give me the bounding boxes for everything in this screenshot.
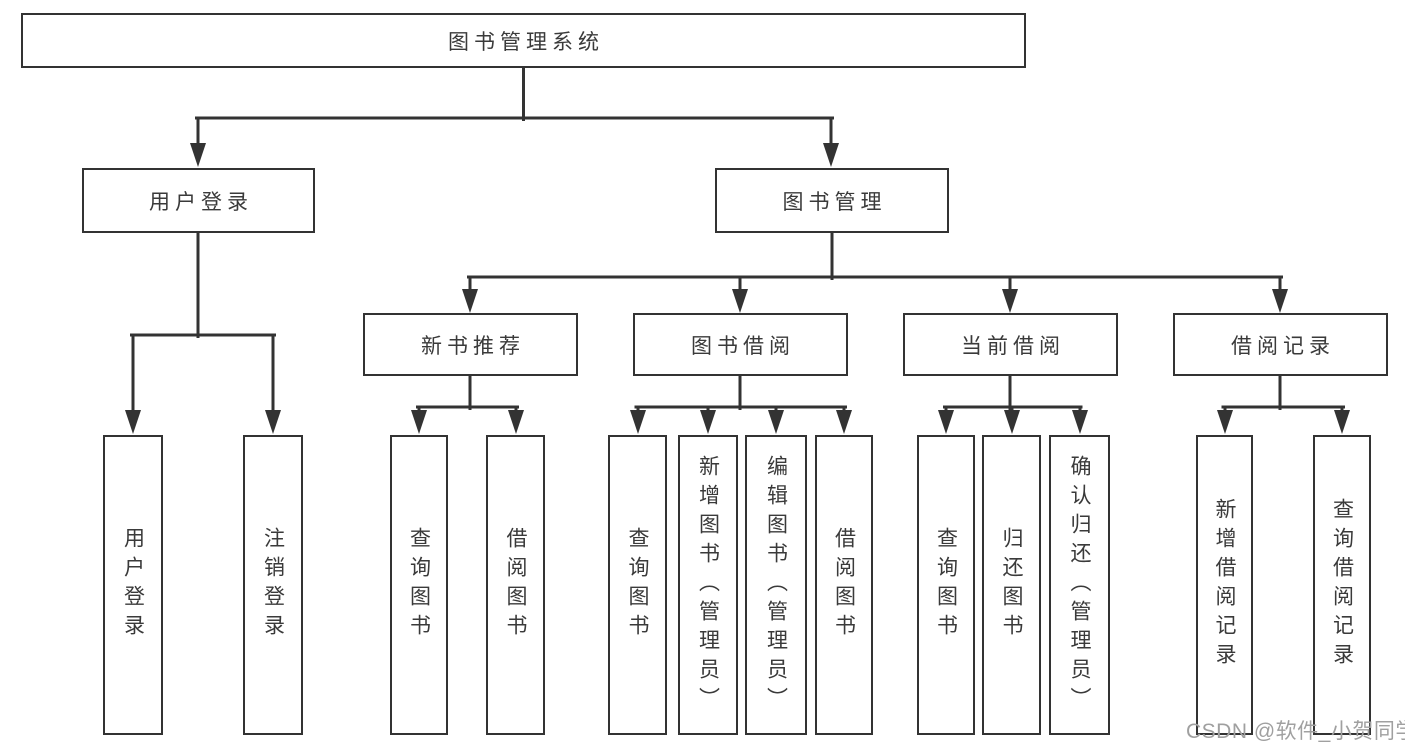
leaf-borrow-books-recommend: 借阅图书 [486, 435, 545, 735]
leaf-query-borrow-record-label: 查询借阅记录 [1330, 498, 1354, 672]
node-book-borrow: 图书借阅 [633, 313, 848, 376]
connector-book-management-branch [462, 231, 1288, 313]
connector-current-borrow-branch [938, 374, 1088, 434]
connector-root-to-level2 [190, 66, 839, 167]
leaf-logout: 注销登录 [243, 435, 303, 735]
leaf-query-books-borrow-label: 查询图书 [626, 527, 649, 643]
leaf-confirm-return-admin-label: 确认归还（管理员） [1068, 454, 1091, 716]
node-new-book-recommend-label: 新书推荐 [421, 334, 525, 358]
leaf-query-books-current-label: 查询图书 [934, 527, 958, 643]
leaf-add-borrow-record: 新增借阅记录 [1196, 435, 1253, 735]
leaf-query-borrow-record: 查询借阅记录 [1313, 435, 1371, 735]
node-root: 图书管理系统 [21, 13, 1026, 68]
connector-user-login-branch [125, 231, 281, 434]
leaf-return-book-label: 归还图书 [1000, 527, 1023, 643]
leaf-query-books-recommend-label: 查询图书 [407, 527, 431, 643]
node-root-label: 图书管理系统 [448, 30, 604, 54]
node-book-management-label: 图书管理 [782, 190, 887, 214]
leaf-edit-book-admin-label: 编辑图书（管理员） [764, 454, 788, 716]
leaf-borrow-books-borrow-label: 借阅图书 [832, 527, 856, 643]
leaf-logout-label: 注销登录 [261, 527, 285, 643]
node-user-login-label: 用户登录 [149, 190, 253, 214]
leaf-return-book: 归还图书 [982, 435, 1041, 735]
node-new-book-recommend: 新书推荐 [363, 313, 578, 376]
node-current-borrow-label: 当前借阅 [961, 334, 1065, 358]
node-book-management: 图书管理 [715, 168, 949, 233]
watermark: CSDN @软件_小贺同学 [1186, 720, 1405, 743]
node-borrow-records: 借阅记录 [1173, 313, 1388, 376]
leaf-query-books-current: 查询图书 [917, 435, 975, 735]
node-current-borrow: 当前借阅 [903, 313, 1118, 376]
leaf-add-book-admin: 新增图书（管理员） [678, 435, 738, 735]
leaf-user-login-label: 用户登录 [121, 527, 145, 643]
leaf-add-book-admin-label: 新增图书（管理员） [696, 454, 720, 716]
connector-book-borrow-branch [630, 374, 852, 434]
connector-new-book-branch [411, 374, 524, 434]
leaf-query-books-recommend: 查询图书 [390, 435, 448, 735]
node-user-login: 用户登录 [82, 168, 315, 233]
leaf-user-login: 用户登录 [103, 435, 163, 735]
leaf-query-books-borrow: 查询图书 [608, 435, 667, 735]
leaf-add-borrow-record-label: 新增借阅记录 [1213, 498, 1236, 672]
leaf-borrow-books-borrow: 借阅图书 [815, 435, 873, 735]
leaf-confirm-return-admin: 确认归还（管理员） [1049, 435, 1110, 735]
connector-borrow-records-branch [1217, 374, 1350, 434]
node-book-borrow-label: 图书借阅 [691, 334, 795, 358]
node-borrow-records-label: 借阅记录 [1231, 334, 1335, 358]
leaf-borrow-books-recommend-label: 借阅图书 [504, 527, 527, 643]
leaf-edit-book-admin: 编辑图书（管理员） [745, 435, 807, 735]
